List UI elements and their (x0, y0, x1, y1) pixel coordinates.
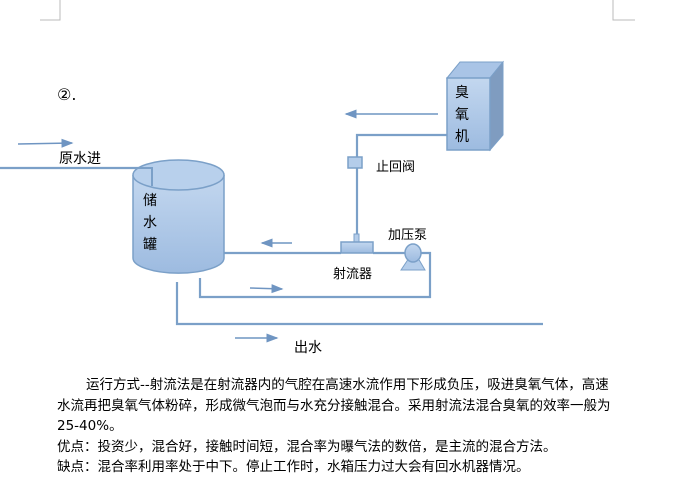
storage-tank-label: 储水罐 (143, 193, 157, 253)
inlet-pipe (0, 166, 154, 186)
ozone-pipe (355, 133, 447, 240)
check-valve-label: 止回阀 (376, 160, 416, 175)
section-marker: ②. (57, 85, 77, 104)
operation-text-end: 。 (109, 418, 123, 434)
ejector (340, 241, 374, 254)
booster-pump (400, 243, 426, 271)
raw-water-in-label: 原水进 (59, 151, 101, 167)
advantages-paragraph: 优点：投资少，混合好，接触时间短，混合率为曝气法的数倍，是主流的混合方法。 (57, 438, 557, 455)
arrow-loop-flow (249, 284, 284, 294)
body-text: 运行方式--射流法是在射流器内的气腔在高速水流作用下形成负压，吸进臭氧气体，高速… (57, 375, 617, 477)
ozone-generator-label: 臭氧机 (455, 85, 469, 145)
storage-tank (132, 159, 225, 274)
ejector-label: 射流器 (333, 267, 373, 282)
disadvantages-paragraph: 缺点：混合率利用率处于中下。停止工作时，水箱压力过大会有回水机器情况。 (57, 459, 530, 475)
arrow-raw-water (17, 138, 74, 148)
pump-loop-pipe (198, 251, 432, 299)
booster-pump-label: 加压泵 (388, 228, 428, 243)
operation-text: 运行方式--射流法是在射流器内的气腔在高速水流作用下形成负压，吸进臭氧气体，高速… (57, 377, 611, 414)
ozone-generator (445, 60, 505, 152)
check-valve (347, 156, 363, 169)
efficiency-value: 25-40% (57, 418, 110, 434)
outlet-pipe (175, 282, 543, 326)
operation-paragraph: 运行方式--射流法是在射流器内的气腔在高速水流作用下形成负压，吸进臭氧气体，高速… (57, 375, 617, 437)
water-out-label: 出水 (294, 340, 322, 356)
